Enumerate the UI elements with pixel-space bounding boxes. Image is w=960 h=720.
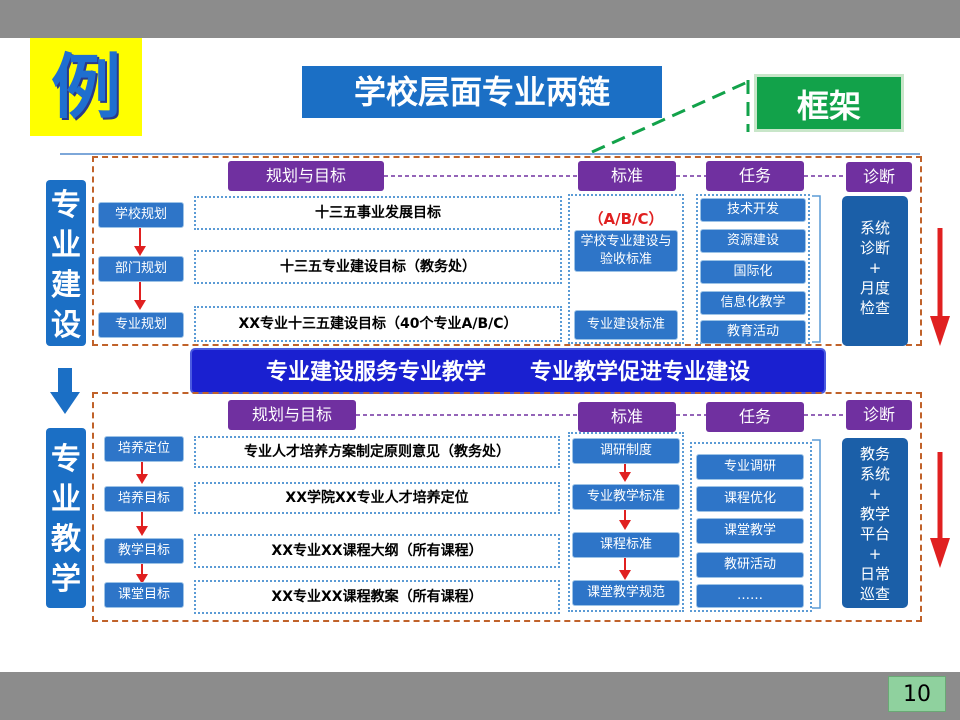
- construction-goal-1: 十三五专业建设目标（教务处）: [194, 250, 562, 284]
- teaching-task-1: 课程优化: [696, 486, 804, 512]
- section-down-arrow: [50, 368, 80, 414]
- title-divider: [60, 153, 920, 155]
- framework-box: 框架: [754, 74, 904, 132]
- teaching-std-box: [568, 432, 684, 612]
- teaching-task-4: ……: [696, 584, 804, 608]
- teaching-task-0: 专业调研: [696, 454, 804, 480]
- construction-level-2: 专业规划: [98, 312, 184, 338]
- construction-header-diag: 诊断: [846, 162, 912, 192]
- construction-task-3: 信息化教学: [700, 291, 806, 315]
- construction-diagnosis: 系统诊断 +月度 检查: [842, 196, 908, 346]
- teaching-header-task: 任务: [706, 402, 804, 432]
- top-bar: [0, 0, 960, 38]
- teaching-header-diag: 诊断: [846, 400, 912, 430]
- teaching-level-2: 教学目标: [104, 538, 184, 564]
- construction-task-2: 国际化: [700, 260, 806, 284]
- teaching-level-1: 培养目标: [104, 486, 184, 512]
- teaching-task-2: 课堂教学: [696, 518, 804, 544]
- construction-header-plan: 规划与目标: [228, 161, 384, 191]
- construction-std-abc: （A/B/C）: [588, 210, 664, 228]
- teaching-diagnosis: 教务系统 +教学 平台+ 日常巡查: [842, 438, 908, 608]
- construction-task-0: 技术开发: [700, 198, 806, 222]
- construction-header-std: 标准: [578, 161, 676, 191]
- large-red-arrows: [930, 228, 950, 568]
- bottom-bar: [0, 672, 960, 720]
- example-badge: 例: [30, 38, 142, 136]
- teaching-task-3: 教研活动: [696, 552, 804, 578]
- teaching-level-3: 课堂目标: [104, 582, 184, 608]
- teaching-goal-0: 专业人才培养方案制定原则意见（教务处）: [194, 436, 560, 468]
- teaching-goal-1: XX学院XX专业人才培养定位: [194, 482, 560, 514]
- relationship-banner: 专业建设服务专业教学 专业教学促进专业建设: [190, 348, 826, 394]
- construction-std-0: 学校专业建设与验收标准: [574, 230, 678, 272]
- teaching-header-plan: 规划与目标: [228, 400, 356, 430]
- teaching-level-0: 培养定位: [104, 436, 184, 462]
- teaching-side-label: 专业 教学: [46, 428, 86, 608]
- teaching-goal-3: XX专业XX课程教案（所有课程）: [194, 580, 560, 614]
- construction-task-4: 教育活动: [700, 320, 806, 344]
- construction-std-1: 专业建设标准: [574, 310, 678, 340]
- construction-section: [92, 156, 922, 346]
- main-title: 学校层面专业两链: [302, 66, 662, 118]
- teaching-task-box: [690, 442, 812, 612]
- teaching-std-3: 课堂教学规范: [572, 580, 680, 606]
- construction-goal-2: XX专业十三五建设目标（40个专业A/B/C）: [194, 306, 562, 342]
- construction-goal-0: 十三五事业发展目标: [194, 196, 562, 230]
- construction-header-task: 任务: [706, 161, 804, 191]
- construction-task-1: 资源建设: [700, 229, 806, 253]
- construction-std-box: [568, 194, 684, 344]
- construction-level-0: 学校规划: [98, 202, 184, 228]
- teaching-std-0: 调研制度: [572, 438, 680, 464]
- page-number: 10: [888, 676, 946, 712]
- construction-level-1: 部门规划: [98, 256, 184, 282]
- teaching-std-1: 专业教学标准: [572, 484, 680, 510]
- construction-side-label: 专业 建设: [46, 180, 86, 346]
- teaching-header-std: 标准: [578, 402, 676, 432]
- teaching-goal-2: XX专业XX课程大纲（所有课程）: [194, 534, 560, 568]
- teaching-section: [92, 392, 922, 622]
- teaching-std-2: 课程标准: [572, 532, 680, 558]
